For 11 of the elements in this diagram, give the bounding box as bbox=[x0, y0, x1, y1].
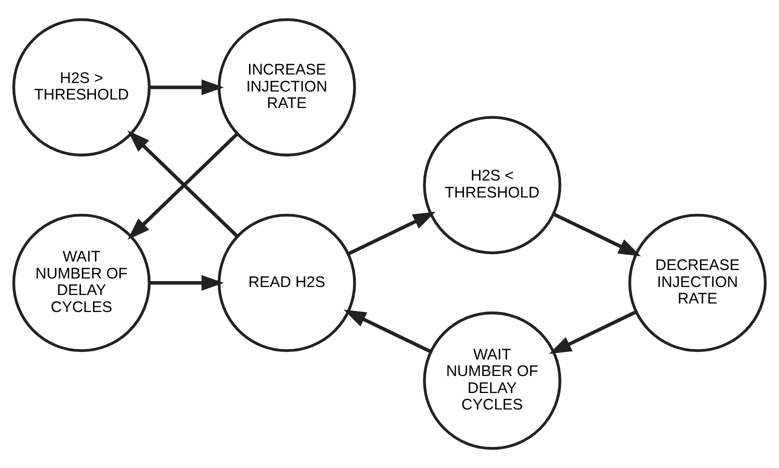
node-circle: H2S < THRESHOLD bbox=[423, 116, 562, 254]
arrow bbox=[553, 212, 641, 256]
node-circle: INCREASE INJECTION RATE bbox=[218, 18, 356, 156]
node-circle: READ H2S bbox=[218, 214, 356, 352]
node-circle: WAIT NUMBER OF DELAY CYCLES bbox=[423, 312, 562, 450]
arrow bbox=[344, 310, 432, 354]
arrow bbox=[150, 80, 224, 96]
node-circle: DECREASE INJECTION RATE bbox=[628, 214, 767, 352]
arrow bbox=[150, 275, 224, 291]
arrow bbox=[549, 310, 637, 354]
arrow bbox=[348, 212, 436, 256]
